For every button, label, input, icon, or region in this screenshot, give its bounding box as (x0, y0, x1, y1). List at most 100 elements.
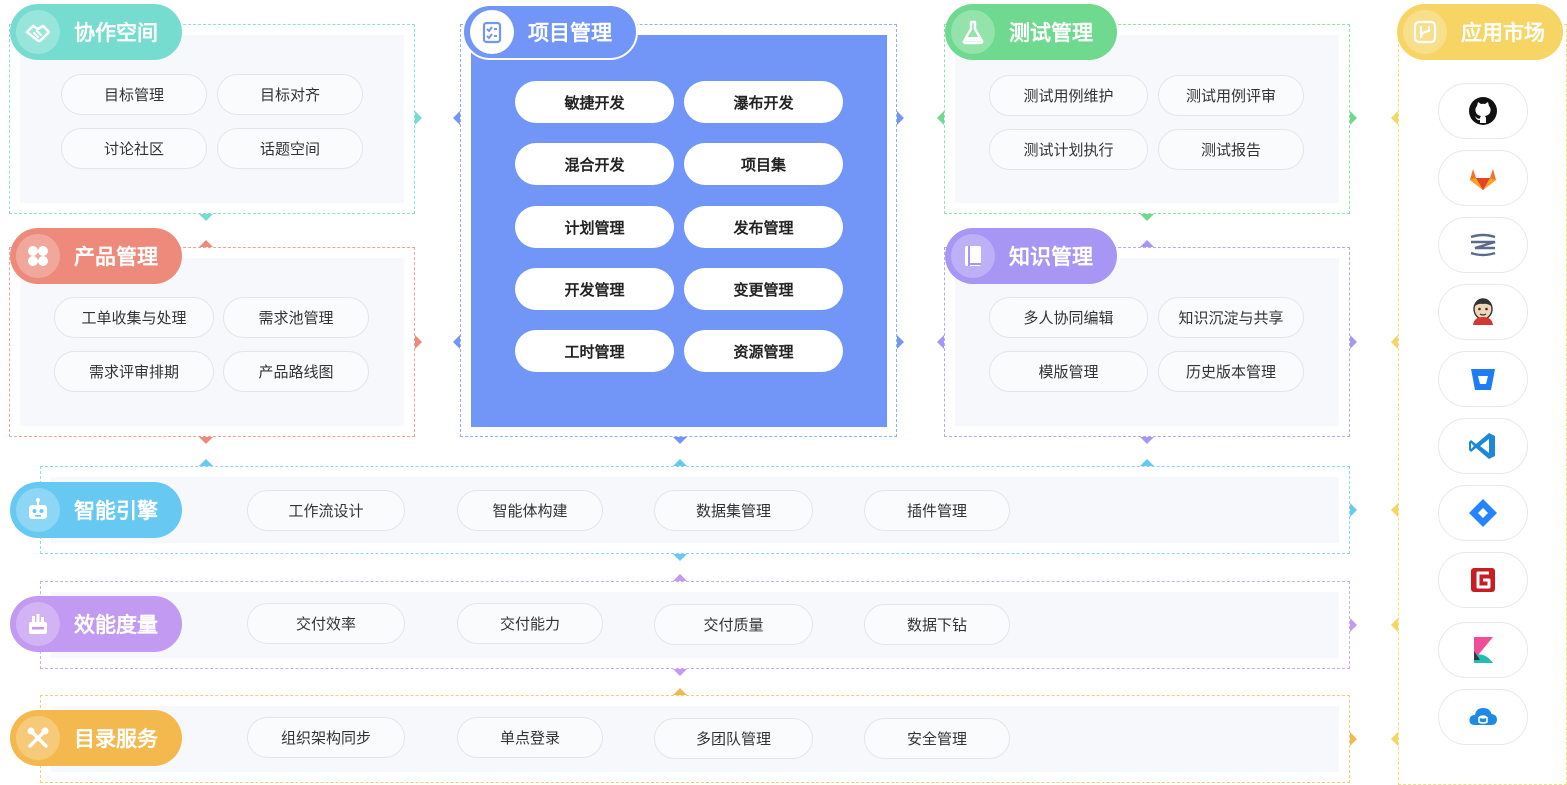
gitee-icon[interactable] (1438, 552, 1528, 608)
ai-item-agent[interactable]: 智能体构建 (457, 490, 603, 531)
collab-item-goal-alignment[interactable]: 目标对齐 (217, 74, 363, 115)
sonarqube-icon[interactable] (1438, 217, 1528, 273)
connector-arrow (1350, 732, 1357, 746)
knowledge-item-co-editing[interactable]: 多人协同编辑 (989, 297, 1148, 338)
ai-header[interactable]: 智能引擎 (10, 482, 182, 538)
knowledge-panel (955, 258, 1339, 426)
connector-arrow (673, 574, 687, 581)
connector-arrow (1140, 214, 1154, 221)
test-section (944, 24, 1350, 214)
project-header[interactable]: 项目管理 (462, 4, 638, 60)
test-header[interactable]: 测试管理 (945, 4, 1117, 60)
directory-title: 目录服务 (74, 727, 158, 751)
project-item-planning[interactable]: 计划管理 (515, 206, 674, 248)
ai-item-plugin[interactable]: 插件管理 (864, 490, 1010, 531)
handshake-icon (16, 10, 60, 54)
directory-item-sso[interactable]: 单点登录 (457, 717, 603, 758)
connector-arrow (199, 459, 213, 466)
product-item-ticket[interactable]: 工单收集与处理 (54, 297, 214, 338)
connector-arrow (415, 111, 422, 125)
project-item-waterfall[interactable]: 瀑布开发 (684, 81, 843, 123)
knowledge-section (944, 247, 1350, 437)
connector-arrow (937, 335, 944, 349)
connector-arrow (1391, 111, 1398, 125)
connector-arrow (673, 554, 687, 561)
connector-arrow (453, 111, 460, 125)
collab-item-discussion[interactable]: 讨论社区 (61, 128, 207, 169)
project-item-timesheet[interactable]: 工时管理 (515, 330, 674, 372)
connector-arrow (897, 335, 904, 349)
connector-arrow (199, 240, 213, 247)
market-title: 应用市场 (1461, 21, 1545, 45)
jenkins-icon[interactable] (1438, 284, 1528, 340)
ai-title: 智能引擎 (74, 499, 158, 523)
directory-header[interactable]: 目录服务 (10, 710, 182, 766)
checklist-icon (470, 10, 514, 54)
knowledge-item-sharing[interactable]: 知识沉淀与共享 (1158, 297, 1304, 338)
project-item-resource[interactable]: 资源管理 (684, 330, 843, 372)
knowledge-item-version-history[interactable]: 历史版本管理 (1158, 351, 1304, 392)
test-panel (955, 35, 1339, 203)
collab-panel (20, 35, 404, 203)
connector-arrow (1350, 111, 1357, 125)
product-item-roadmap[interactable]: 产品路线图 (223, 351, 369, 392)
robot-icon (16, 488, 60, 532)
collab-item-goal-management[interactable]: 目标管理 (61, 74, 207, 115)
directory-item-security[interactable]: 安全管理 (864, 718, 1010, 759)
jira-icon[interactable] (1438, 485, 1528, 541)
knowledge-item-templates[interactable]: 模版管理 (989, 351, 1148, 392)
knowledge-title: 知识管理 (1009, 245, 1093, 269)
directory-item-multi-team[interactable]: 多团队管理 (654, 718, 813, 759)
test-item-report[interactable]: 测试报告 (1158, 129, 1304, 170)
market-header[interactable]: 应用市场 (1397, 4, 1563, 60)
connector-arrow (415, 335, 422, 349)
connector-arrow (1391, 335, 1398, 349)
gitlab-icon[interactable] (1438, 150, 1528, 206)
metrics-title: 效能度量 (74, 613, 158, 637)
connector-arrow (673, 688, 687, 695)
collab-item-topic-space[interactable]: 话题空间 (217, 128, 363, 169)
cloud-database-icon[interactable] (1438, 689, 1528, 745)
project-item-agile[interactable]: 敏捷开发 (515, 81, 674, 123)
test-item-plan-execution[interactable]: 测试计划执行 (989, 129, 1148, 170)
github-icon[interactable] (1438, 83, 1528, 139)
project-item-program[interactable]: 项目集 (684, 143, 843, 185)
product-item-requirement-review[interactable]: 需求评审排期 (54, 351, 214, 392)
tools-icon (16, 716, 60, 760)
collab-section (9, 24, 415, 214)
connector-arrow (1350, 335, 1357, 349)
ai-item-workflow[interactable]: 工作流设计 (247, 490, 405, 531)
test-item-case-maintenance[interactable]: 测试用例维护 (989, 75, 1148, 116)
connector-arrow (199, 214, 213, 221)
product-header[interactable]: 产品管理 (10, 228, 182, 284)
metrics-item-quality[interactable]: 交付质量 (654, 604, 813, 645)
metrics-item-efficiency[interactable]: 交付效率 (247, 603, 405, 644)
bitbucket-icon[interactable] (1438, 351, 1528, 407)
product-grid-icon (16, 234, 60, 278)
directory-item-org-sync[interactable]: 组织架构同步 (247, 717, 405, 758)
test-item-case-review[interactable]: 测试用例评审 (1158, 75, 1304, 116)
project-item-change[interactable]: 变更管理 (684, 268, 843, 310)
project-item-development[interactable]: 开发管理 (515, 268, 674, 310)
knowledge-header[interactable]: 知识管理 (945, 228, 1117, 284)
project-item-hybrid[interactable]: 混合开发 (515, 143, 674, 185)
product-title: 产品管理 (74, 245, 158, 269)
ai-item-dataset[interactable]: 数据集管理 (654, 490, 813, 531)
connector-arrow (673, 459, 687, 466)
metrics-header[interactable]: 效能度量 (10, 596, 182, 652)
connector-arrow (1140, 459, 1154, 466)
vscode-icon[interactable] (1438, 418, 1528, 474)
connector-arrow (1350, 618, 1357, 632)
connector-arrow (453, 335, 460, 349)
metrics-item-drilldown[interactable]: 数据下钻 (864, 604, 1010, 645)
kibana-icon[interactable] (1438, 622, 1528, 678)
collab-header[interactable]: 协作空间 (10, 4, 182, 60)
project-item-release[interactable]: 发布管理 (684, 206, 843, 248)
connector-arrow (897, 111, 904, 125)
flask-icon (951, 10, 995, 54)
connector-arrow (673, 437, 687, 444)
connector-arrow (937, 111, 944, 125)
product-item-requirement-pool[interactable]: 需求池管理 (223, 297, 369, 338)
connector-arrow (1391, 618, 1398, 632)
metrics-item-capability[interactable]: 交付能力 (457, 603, 603, 644)
